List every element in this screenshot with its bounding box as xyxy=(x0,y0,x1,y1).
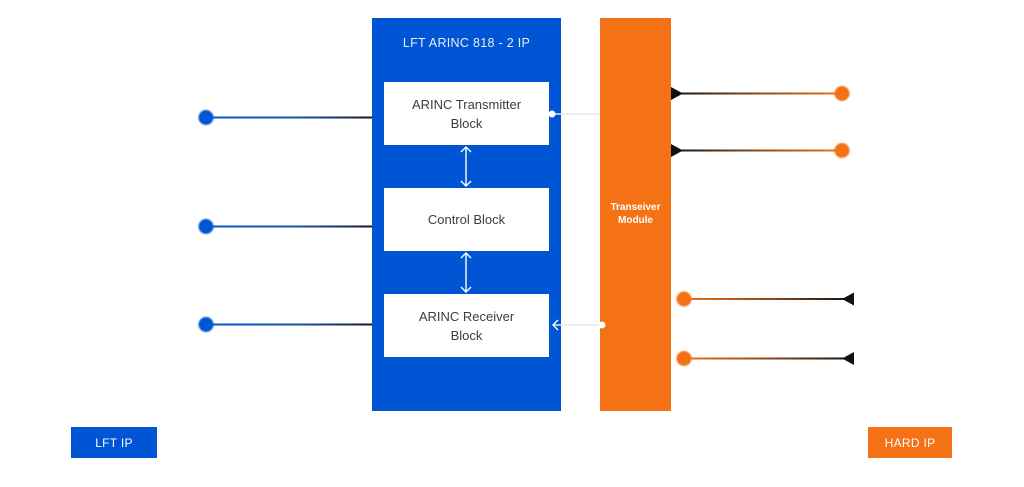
legend-hard-ip: HARD IP xyxy=(868,427,952,458)
transmitter-block[interactable]: ARINC Transmitter Block xyxy=(384,82,549,145)
junction-dot-icon xyxy=(598,321,606,329)
port-dot-icon[interactable] xyxy=(198,219,214,234)
transceiver-module-title: Transeiver Module xyxy=(610,202,661,226)
transceiver-module-panel: Transeiver Module xyxy=(600,18,671,411)
bidirectional-arrow-transmitter-control xyxy=(460,146,472,187)
receiver-block[interactable]: ARINC Receiver Block xyxy=(384,294,549,357)
arrowhead-icon xyxy=(842,292,854,306)
hard-input-1 xyxy=(676,291,854,307)
connector-line xyxy=(206,116,384,119)
connector-line xyxy=(672,149,842,152)
connector-line xyxy=(206,225,384,228)
arrow-up-icon xyxy=(460,252,472,259)
legend-lft-ip: LFT IP xyxy=(71,427,157,458)
connector-line xyxy=(684,357,854,360)
arrow-down-icon xyxy=(460,286,472,293)
hard-output-1 xyxy=(671,86,850,101)
connector-line xyxy=(672,92,842,95)
lft-input-receiver xyxy=(198,317,384,332)
port-dot-icon[interactable] xyxy=(198,110,214,125)
lft-ip-panel: LFT ARINC 818 - 2 IP ARINC Transmitter B… xyxy=(372,18,561,411)
hard-input-2 xyxy=(676,351,854,366)
port-dot-icon[interactable] xyxy=(676,351,692,366)
transceiver-to-receiver-link xyxy=(552,319,606,331)
lft-input-transmitter xyxy=(198,110,384,125)
control-block[interactable]: Control Block xyxy=(384,188,549,251)
port-dot-icon[interactable] xyxy=(676,291,692,307)
port-dot-icon[interactable] xyxy=(198,317,214,332)
port-dot-icon[interactable] xyxy=(834,86,850,101)
arrow-down-icon xyxy=(460,180,472,187)
arrow-up-icon xyxy=(460,146,472,153)
arrowhead-icon xyxy=(671,87,683,100)
connector-line xyxy=(206,323,384,326)
arrow-left-icon xyxy=(552,319,559,331)
hard-output-2 xyxy=(671,143,850,158)
port-dot-icon[interactable] xyxy=(834,143,850,158)
transmitter-to-transceiver-link xyxy=(548,110,600,118)
arrowhead-icon xyxy=(671,144,683,157)
junction-dot-icon xyxy=(548,110,556,118)
arrowhead-icon xyxy=(842,352,854,365)
lft-input-control xyxy=(198,219,384,234)
connector-line xyxy=(684,298,854,300)
lft-panel-title: LFT ARINC 818 - 2 IP xyxy=(402,36,531,50)
bidirectional-arrow-control-receiver xyxy=(460,252,472,293)
